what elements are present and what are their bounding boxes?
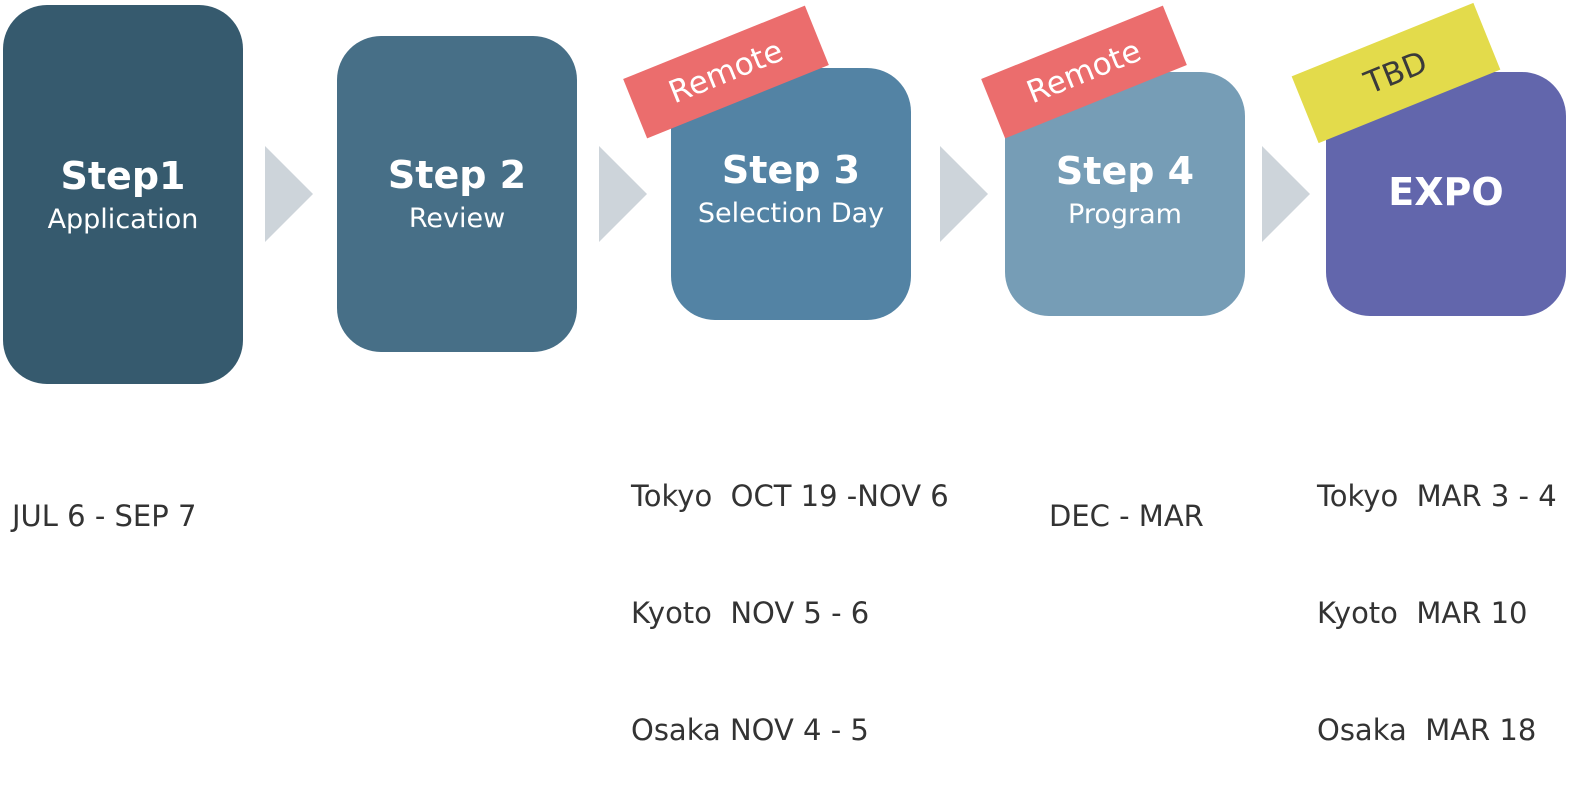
step4-subtitle: Program <box>1068 199 1182 230</box>
step4-title: Step 4 <box>1055 149 1195 193</box>
arrow-2 <box>599 146 647 242</box>
step4-box: Step 4 Program <box>1005 72 1245 316</box>
step2-title: Step 2 <box>387 153 527 197</box>
step2-box: Step 2 Review <box>337 36 577 352</box>
arrow-3 <box>940 146 988 242</box>
expo-date-line-tokyo: Tokyo MAR 3 - 4 <box>1317 479 1557 513</box>
step1-subtitle: Application <box>47 203 199 235</box>
step3-date-line-tokyo: Tokyo OCT 19 -NOV 6 <box>631 479 949 513</box>
step3-date-line-osaka: Osaka NOV 4 - 5 <box>631 713 869 747</box>
step1-box: Step1 Application <box>3 5 243 384</box>
expo-title: EXPO <box>1388 170 1504 214</box>
expo-date-line-kyoto: Kyoto MAR 10 <box>1317 596 1528 630</box>
step4-date-line: DEC - MAR <box>1049 499 1204 533</box>
step3-date-line-kyoto: Kyoto NOV 5 - 6 <box>631 596 870 630</box>
arrow-4 <box>1262 146 1310 242</box>
step3-title: Step 3 <box>721 148 861 192</box>
step1-date-line: JUL 6 - SEP 7 <box>12 499 197 533</box>
expo-date-line-osaka: Osaka MAR 18 <box>1317 713 1537 747</box>
step1-title: Step1 <box>60 153 186 198</box>
step4-dates: DEC - MAR <box>1049 419 1204 575</box>
arrow-1 <box>265 146 313 242</box>
step1-dates: JUL 6 - SEP 7 <box>12 419 196 575</box>
step3-dates: Tokyo OCT 19 -NOV 6 Kyoto NOV 5 - 6 Osak… <box>631 399 949 789</box>
step2-subtitle: Review <box>408 203 506 234</box>
expo-dates: Tokyo MAR 3 - 4 Kyoto MAR 10 Osaka MAR 1… <box>1317 399 1557 789</box>
step3-subtitle: Selection Day <box>697 198 885 229</box>
